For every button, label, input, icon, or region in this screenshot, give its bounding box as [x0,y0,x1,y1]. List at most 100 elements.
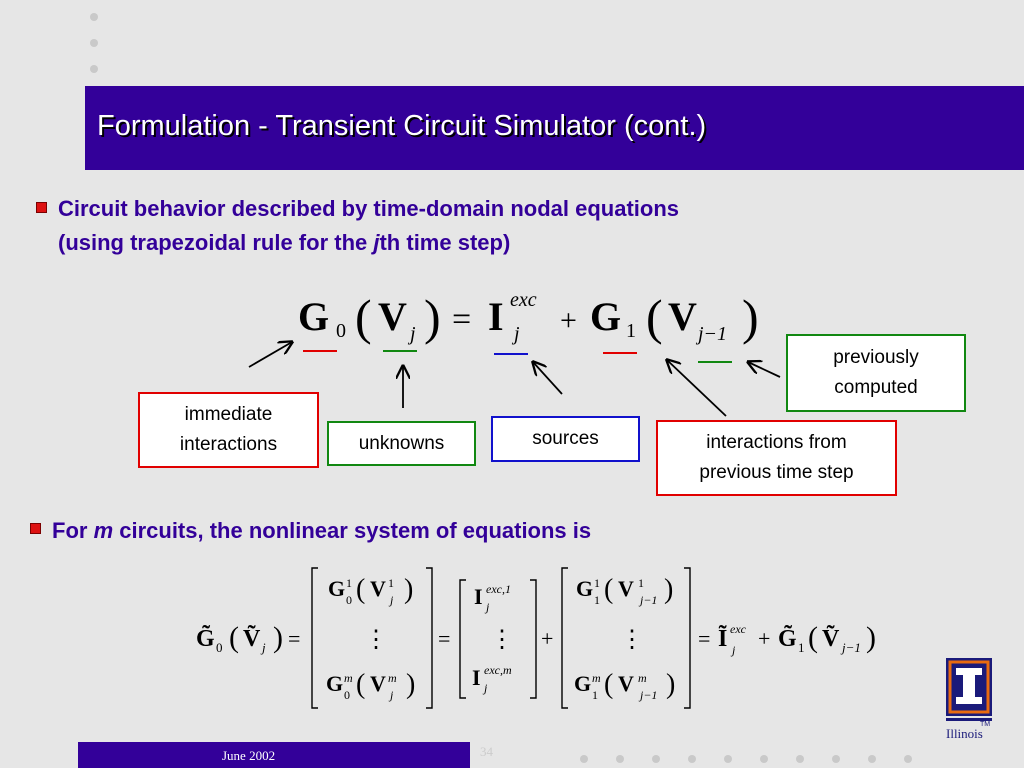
decor-dot [760,755,768,763]
right-paren: ) [664,574,673,605]
i-symbol: I [488,294,504,339]
i-tilde-symbol: Ĩ [718,626,727,652]
decor-dot [616,755,624,763]
right-paren: ) [742,289,759,345]
left-paren: ( [604,669,613,700]
v-symbol: V [378,294,407,339]
decor-dot [904,755,912,763]
right-paren: ) [666,669,675,700]
v-symbol: V [370,576,386,601]
superscript: exc,m [484,663,512,677]
decor-dot [868,755,876,763]
superscript: m [592,671,601,685]
equals-sign: = [452,301,471,338]
decor-dot [796,755,804,763]
arrow [533,362,563,395]
left-paren: ( [355,289,372,345]
superscript: m [638,671,647,685]
subscript: 1 [798,640,805,655]
v-symbol: V [618,671,634,696]
subscript: 0 [346,593,352,607]
equals-sign: = [698,626,710,651]
left-paren: ( [604,574,613,605]
decor-dot [90,39,98,47]
subscript: j [511,323,520,345]
title-bar: Formulation - Transient Circuit Simulato… [85,86,1024,170]
g-symbol: G [590,294,621,339]
v-tilde-symbol: Ṽ [822,626,840,652]
term-underlines [303,350,732,363]
bracket-right [426,567,433,709]
left-paren: ( [229,621,239,654]
subscript: 0 [344,688,350,702]
pointer-arrows [248,342,781,417]
decor-dot [580,755,588,763]
v-symbol: V [668,294,697,339]
trademark-mark: TM [980,721,990,728]
bullet-1-line-1: Circuit behavior described by time-domai… [58,196,679,221]
subscript: 0 [336,320,346,342]
decor-dot [90,65,98,73]
subscript: j−1 [638,593,657,607]
subscript: j−1 [638,688,657,702]
bullet-marker [36,202,47,213]
decor-dot [688,755,696,763]
arrow [248,342,292,368]
subscript: 0 [216,640,223,655]
subscript: j [388,593,394,607]
v-symbol: V [618,576,634,601]
right-paren: ) [424,289,441,345]
subscript: j [260,640,266,655]
superscript: exc,1 [486,582,511,596]
subscript: 1 [594,593,600,607]
subscript: j [407,323,416,345]
equation-2: G̃ 0 ( Ṽ j ) = G 1 0 ( V 1 j ) ⋮ G m 0 … [196,567,876,709]
left-paren: ( [808,621,818,654]
subscript: j [730,643,736,657]
right-paren: ) [866,621,876,654]
page-number: 34 [480,744,493,759]
plus-sign: + [541,626,553,651]
subscript: j−1 [840,640,861,655]
decor-dot [652,755,660,763]
sources-box: sources [491,416,640,462]
left-paren: ( [356,669,365,700]
g-tilde-symbol: G̃ [196,626,215,652]
decor-dot [832,755,840,763]
superscript: m [344,671,353,685]
bracket-right [684,567,691,709]
arrow [748,362,781,378]
illinois-wordmark: Illinois [946,726,983,741]
plus-sign: + [758,626,770,651]
right-paren: ) [404,574,413,605]
bullet-1-line-2: (using trapezoidal rule for the jth time… [58,230,511,255]
illinois-i-icon: TM [946,658,992,728]
subscript: 1 [626,320,636,342]
subscript: j [388,688,394,702]
bracket-right [530,579,537,699]
bullet-2-text: For m circuits, the nonlinear system of … [52,518,592,543]
superscript: 1 [346,576,352,590]
unknowns-box: unknowns [327,421,476,466]
vertical-dots: ⋮ [490,627,514,653]
footer-date: June 2002 [222,748,276,763]
vertical-dots: ⋮ [364,627,388,653]
slide-title: Formulation - Transient Circuit Simulato… [97,110,707,142]
left-paren: ( [356,574,365,605]
superscript: 1 [388,576,394,590]
subscript: j [482,681,488,695]
plus-sign: + [560,304,577,337]
bracket-left [561,567,568,709]
bullet-marker [30,523,41,534]
illinois-logo: TM [944,656,1000,740]
bracket-left [311,567,318,709]
g-symbol: G [576,576,593,601]
equals-sign: = [288,626,300,651]
g-symbol: G [326,671,343,696]
left-paren: ( [646,289,663,345]
right-paren: ) [273,621,283,654]
